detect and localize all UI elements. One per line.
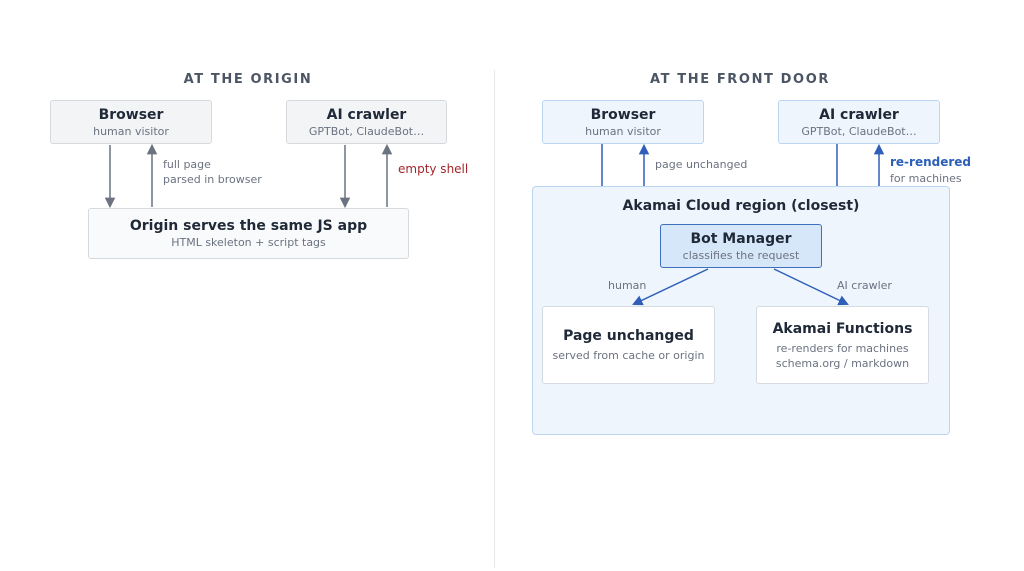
page-unchanged-box: Page unchanged served from cache or orig… [542, 306, 715, 384]
page-unchanged-subtitle: served from cache or origin [552, 349, 705, 362]
front-crawler-box: AI crawler GPTBot, ClaudeBot… [778, 100, 940, 144]
origin-browser-box: Browser human visitor [50, 100, 212, 144]
full-page-label-2: parsed in browser [163, 173, 262, 186]
region-title: Akamai Cloud region (closest) [622, 198, 860, 214]
origin-browser-subtitle: human visitor [93, 124, 169, 138]
origin-crawler-box: AI crawler GPTBot, ClaudeBot… [286, 100, 447, 144]
front-browser-box: Browser human visitor [542, 100, 704, 144]
origin-crawler-title: AI crawler [326, 106, 407, 123]
akamai-functions-subtitle-1: re-renders for machines [776, 341, 909, 355]
bot-manager-title: Bot Manager [690, 230, 792, 247]
empty-shell-label: empty shell [398, 162, 469, 176]
origin-server-subtitle: HTML skeleton + script tags [171, 236, 326, 249]
origin-server-title: Origin serves the same JS app [129, 218, 368, 234]
human-label: human [608, 279, 647, 292]
akamai-functions-title: Akamai Functions [772, 320, 913, 337]
akamai-functions-subtitle-2: schema.org / markdown [775, 356, 910, 370]
origin-panel-title: AT THE ORIGIN [183, 72, 313, 87]
bot-manager-to-page-arrow [632, 268, 709, 306]
front-door-panel-title: AT THE FRONT DOOR [650, 72, 830, 87]
page-unchanged-title: Page unchanged [563, 328, 694, 344]
bot-manager-box: Bot Manager classifies the request [660, 224, 822, 268]
front-crawler-subtitle: GPTBot, ClaudeBot… [801, 124, 917, 138]
panel-divider [494, 70, 495, 568]
origin-crawler-subtitle: GPTBot, ClaudeBot… [308, 124, 425, 138]
for-machines-label: for machines [890, 172, 962, 185]
front-crawler-title: AI crawler [819, 106, 899, 123]
ai-crawler-label: AI crawler [837, 279, 892, 292]
bot-manager-subtitle: classifies the request [682, 248, 800, 262]
full-page-label-1: full page [163, 158, 211, 171]
front-browser-title: Browser [590, 106, 656, 123]
rerendered-label: re-rendered [890, 155, 972, 169]
origin-server-box: Origin serves the same JS app HTML skele… [88, 208, 409, 259]
origin-browser-title: Browser [98, 106, 164, 123]
front-browser-subtitle: human visitor [585, 124, 661, 138]
bot-manager-to-functions-arrow [773, 268, 849, 306]
akamai-functions-box: Akamai Functions re-renders for machines… [756, 306, 929, 384]
page-unchanged-label: page unchanged [655, 158, 748, 171]
